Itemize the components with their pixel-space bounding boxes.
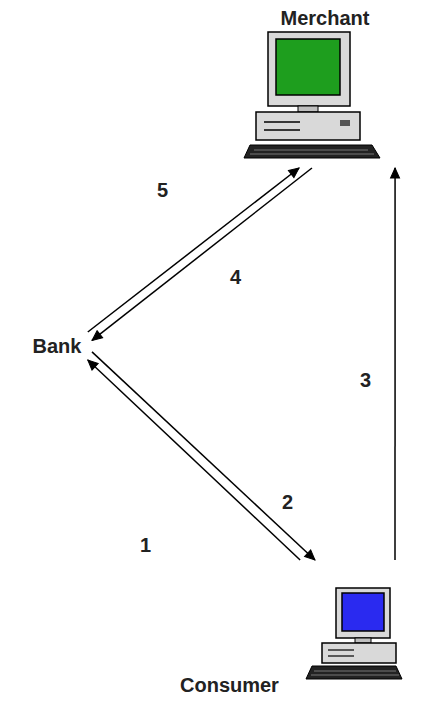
node-label: Consumer (180, 673, 279, 697)
bank-node: Bank (22, 332, 92, 360)
flow-arrow (92, 168, 312, 340)
callout-number: 5 (155, 178, 170, 202)
callout-number: 2 (280, 490, 295, 514)
callout-number: 1 (138, 533, 153, 557)
consumer-node: Consumer (120, 560, 405, 699)
flow-arrow (92, 352, 315, 560)
consumer-computer (306, 588, 402, 679)
callout-number: 3 (358, 368, 373, 392)
merchant-computer (244, 32, 380, 158)
flow-arrow (394, 168, 396, 560)
callout-number: 4 (228, 265, 243, 289)
node-label: Bank (33, 334, 82, 358)
merchant-node: Merchant (250, 4, 400, 168)
flow-arrow (88, 360, 300, 560)
node-label: Merchant (281, 6, 370, 30)
flow-arrow (88, 168, 299, 332)
